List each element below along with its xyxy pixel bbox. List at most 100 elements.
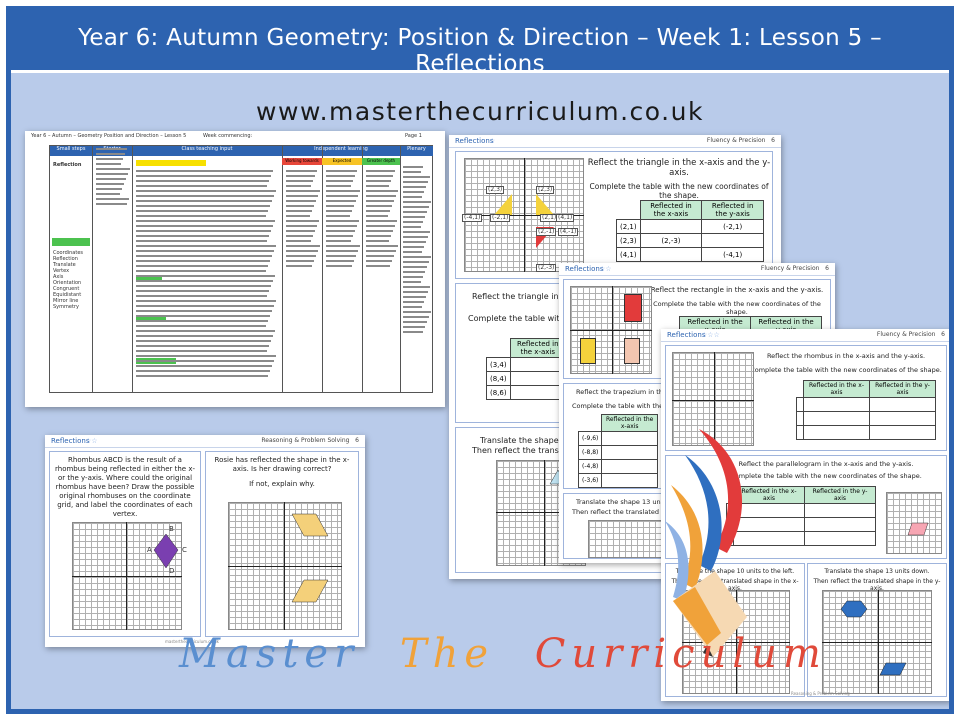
text-line xyxy=(96,168,130,170)
sheet-tag: Fluency & Precision 6 xyxy=(761,265,829,272)
table-header-row: Reflected in the x-axis xyxy=(579,414,658,432)
text-line xyxy=(403,301,424,303)
text-line xyxy=(403,291,428,293)
coordinate-label: (2,-1) xyxy=(536,228,557,236)
brand-word-master: Master xyxy=(179,631,360,677)
table-header-cell xyxy=(579,415,602,432)
text-line xyxy=(96,203,127,205)
sheet-num: 6 xyxy=(825,265,829,272)
text-line xyxy=(403,331,423,333)
table-header-cell xyxy=(617,201,641,220)
website-url[interactable]: www.masterthecurriculum.co.uk xyxy=(256,97,704,126)
text-line xyxy=(326,220,359,222)
vertex-label-d: D xyxy=(169,567,175,575)
text-line xyxy=(136,180,269,182)
table-cell[interactable] xyxy=(804,503,876,518)
text-line xyxy=(403,326,425,328)
table-row xyxy=(796,425,936,440)
lesson-plan-week: Week commencing: xyxy=(203,133,253,139)
text-line xyxy=(403,166,423,168)
table-cell[interactable] xyxy=(601,431,658,446)
text-line xyxy=(366,175,393,177)
text-line xyxy=(366,220,397,222)
y-axis xyxy=(714,352,715,446)
text-line xyxy=(403,306,422,308)
table-cell[interactable]: (-4,1) xyxy=(701,247,764,262)
text-line xyxy=(326,265,352,267)
table-instruction: Complete the table with the new coordina… xyxy=(589,182,769,200)
text-line xyxy=(326,250,358,252)
coordinate-label: (4,1) xyxy=(556,214,575,222)
text-line xyxy=(286,255,316,257)
text-line xyxy=(96,193,120,195)
x-axis xyxy=(228,566,342,567)
table-cell[interactable] xyxy=(802,425,871,440)
x-axis xyxy=(72,576,182,577)
text-line xyxy=(403,251,422,253)
text-line xyxy=(326,240,351,242)
table-cell[interactable] xyxy=(802,397,871,412)
title-bar: Year 6: Autumn Geometry: Position & Dire… xyxy=(11,11,949,77)
text-line xyxy=(136,210,268,212)
text-line xyxy=(96,178,126,180)
table-cell[interactable]: (-2,1) xyxy=(701,219,764,234)
table-cell[interactable] xyxy=(509,385,567,400)
text-line xyxy=(403,206,429,208)
vocab-item: Symmetry xyxy=(53,304,79,310)
table-cell[interactable] xyxy=(639,247,703,262)
table-cell[interactable] xyxy=(802,411,871,426)
parallelogram-reflected xyxy=(291,579,329,603)
lesson-plan-table: Small steps Starter Class teaching input… xyxy=(49,145,433,393)
text-line xyxy=(366,255,394,257)
table-cell[interactable] xyxy=(869,411,936,426)
translate-instruction: Translate the shape 13 units down. xyxy=(824,568,930,575)
table-cell: (8,6) xyxy=(486,385,511,400)
table-cell[interactable] xyxy=(601,445,658,460)
table-cell[interactable] xyxy=(869,425,936,440)
sheet-footer: masterthecurriculum.co.uk xyxy=(165,639,219,644)
table-cell[interactable] xyxy=(509,371,567,386)
text-line xyxy=(96,188,122,190)
text-line xyxy=(366,260,392,262)
table-cell[interactable] xyxy=(804,517,876,532)
table-cell xyxy=(796,397,804,412)
sheet-header: Reflections ☆☆ Fluency & Precision 6 xyxy=(559,263,835,276)
table-cell[interactable] xyxy=(701,233,764,248)
sheet-num: 6 xyxy=(941,331,945,338)
text-line xyxy=(136,175,271,177)
text-line xyxy=(326,235,353,237)
text-line xyxy=(286,190,320,192)
table-cell[interactable] xyxy=(509,357,567,372)
table-cell[interactable] xyxy=(804,531,876,546)
table-cell[interactable]: (2,-3) xyxy=(639,233,703,248)
sheet-num: 6 xyxy=(771,137,775,144)
text-line xyxy=(326,195,358,197)
table-row: (3,4) xyxy=(486,357,567,372)
star-icon: ☆ xyxy=(489,137,496,145)
page-title: Year 6: Autumn Geometry: Position & Dire… xyxy=(78,25,882,77)
vocab-item: Reflection xyxy=(53,256,78,262)
text-line xyxy=(326,215,350,217)
text-line xyxy=(136,185,267,187)
text-line xyxy=(403,196,422,198)
table-cell[interactable] xyxy=(639,219,703,234)
table-cell[interactable] xyxy=(869,397,936,412)
lp-divider xyxy=(400,146,401,392)
table-cell: (-3,6) xyxy=(577,473,603,488)
lp-vocab-highlight xyxy=(52,238,90,246)
text-line xyxy=(366,195,396,197)
text-line xyxy=(96,183,124,185)
instruction: Reflect the trapezium in the x-axis xyxy=(576,388,689,396)
lp-highlight xyxy=(136,316,166,322)
table-cell[interactable] xyxy=(601,473,658,488)
text-line xyxy=(326,185,351,187)
star-icon: ☆☆☆ xyxy=(701,331,720,339)
hexagon-shape xyxy=(840,600,868,618)
text-line xyxy=(326,210,352,212)
vertex-label-c: C xyxy=(182,546,187,554)
parallelogram-shape xyxy=(907,522,929,536)
text-line xyxy=(403,311,431,313)
table-cell: (-4,8) xyxy=(577,459,603,474)
table-cell[interactable] xyxy=(601,459,658,474)
translate-instruction-2: Then reflect the translated shap xyxy=(472,446,601,455)
